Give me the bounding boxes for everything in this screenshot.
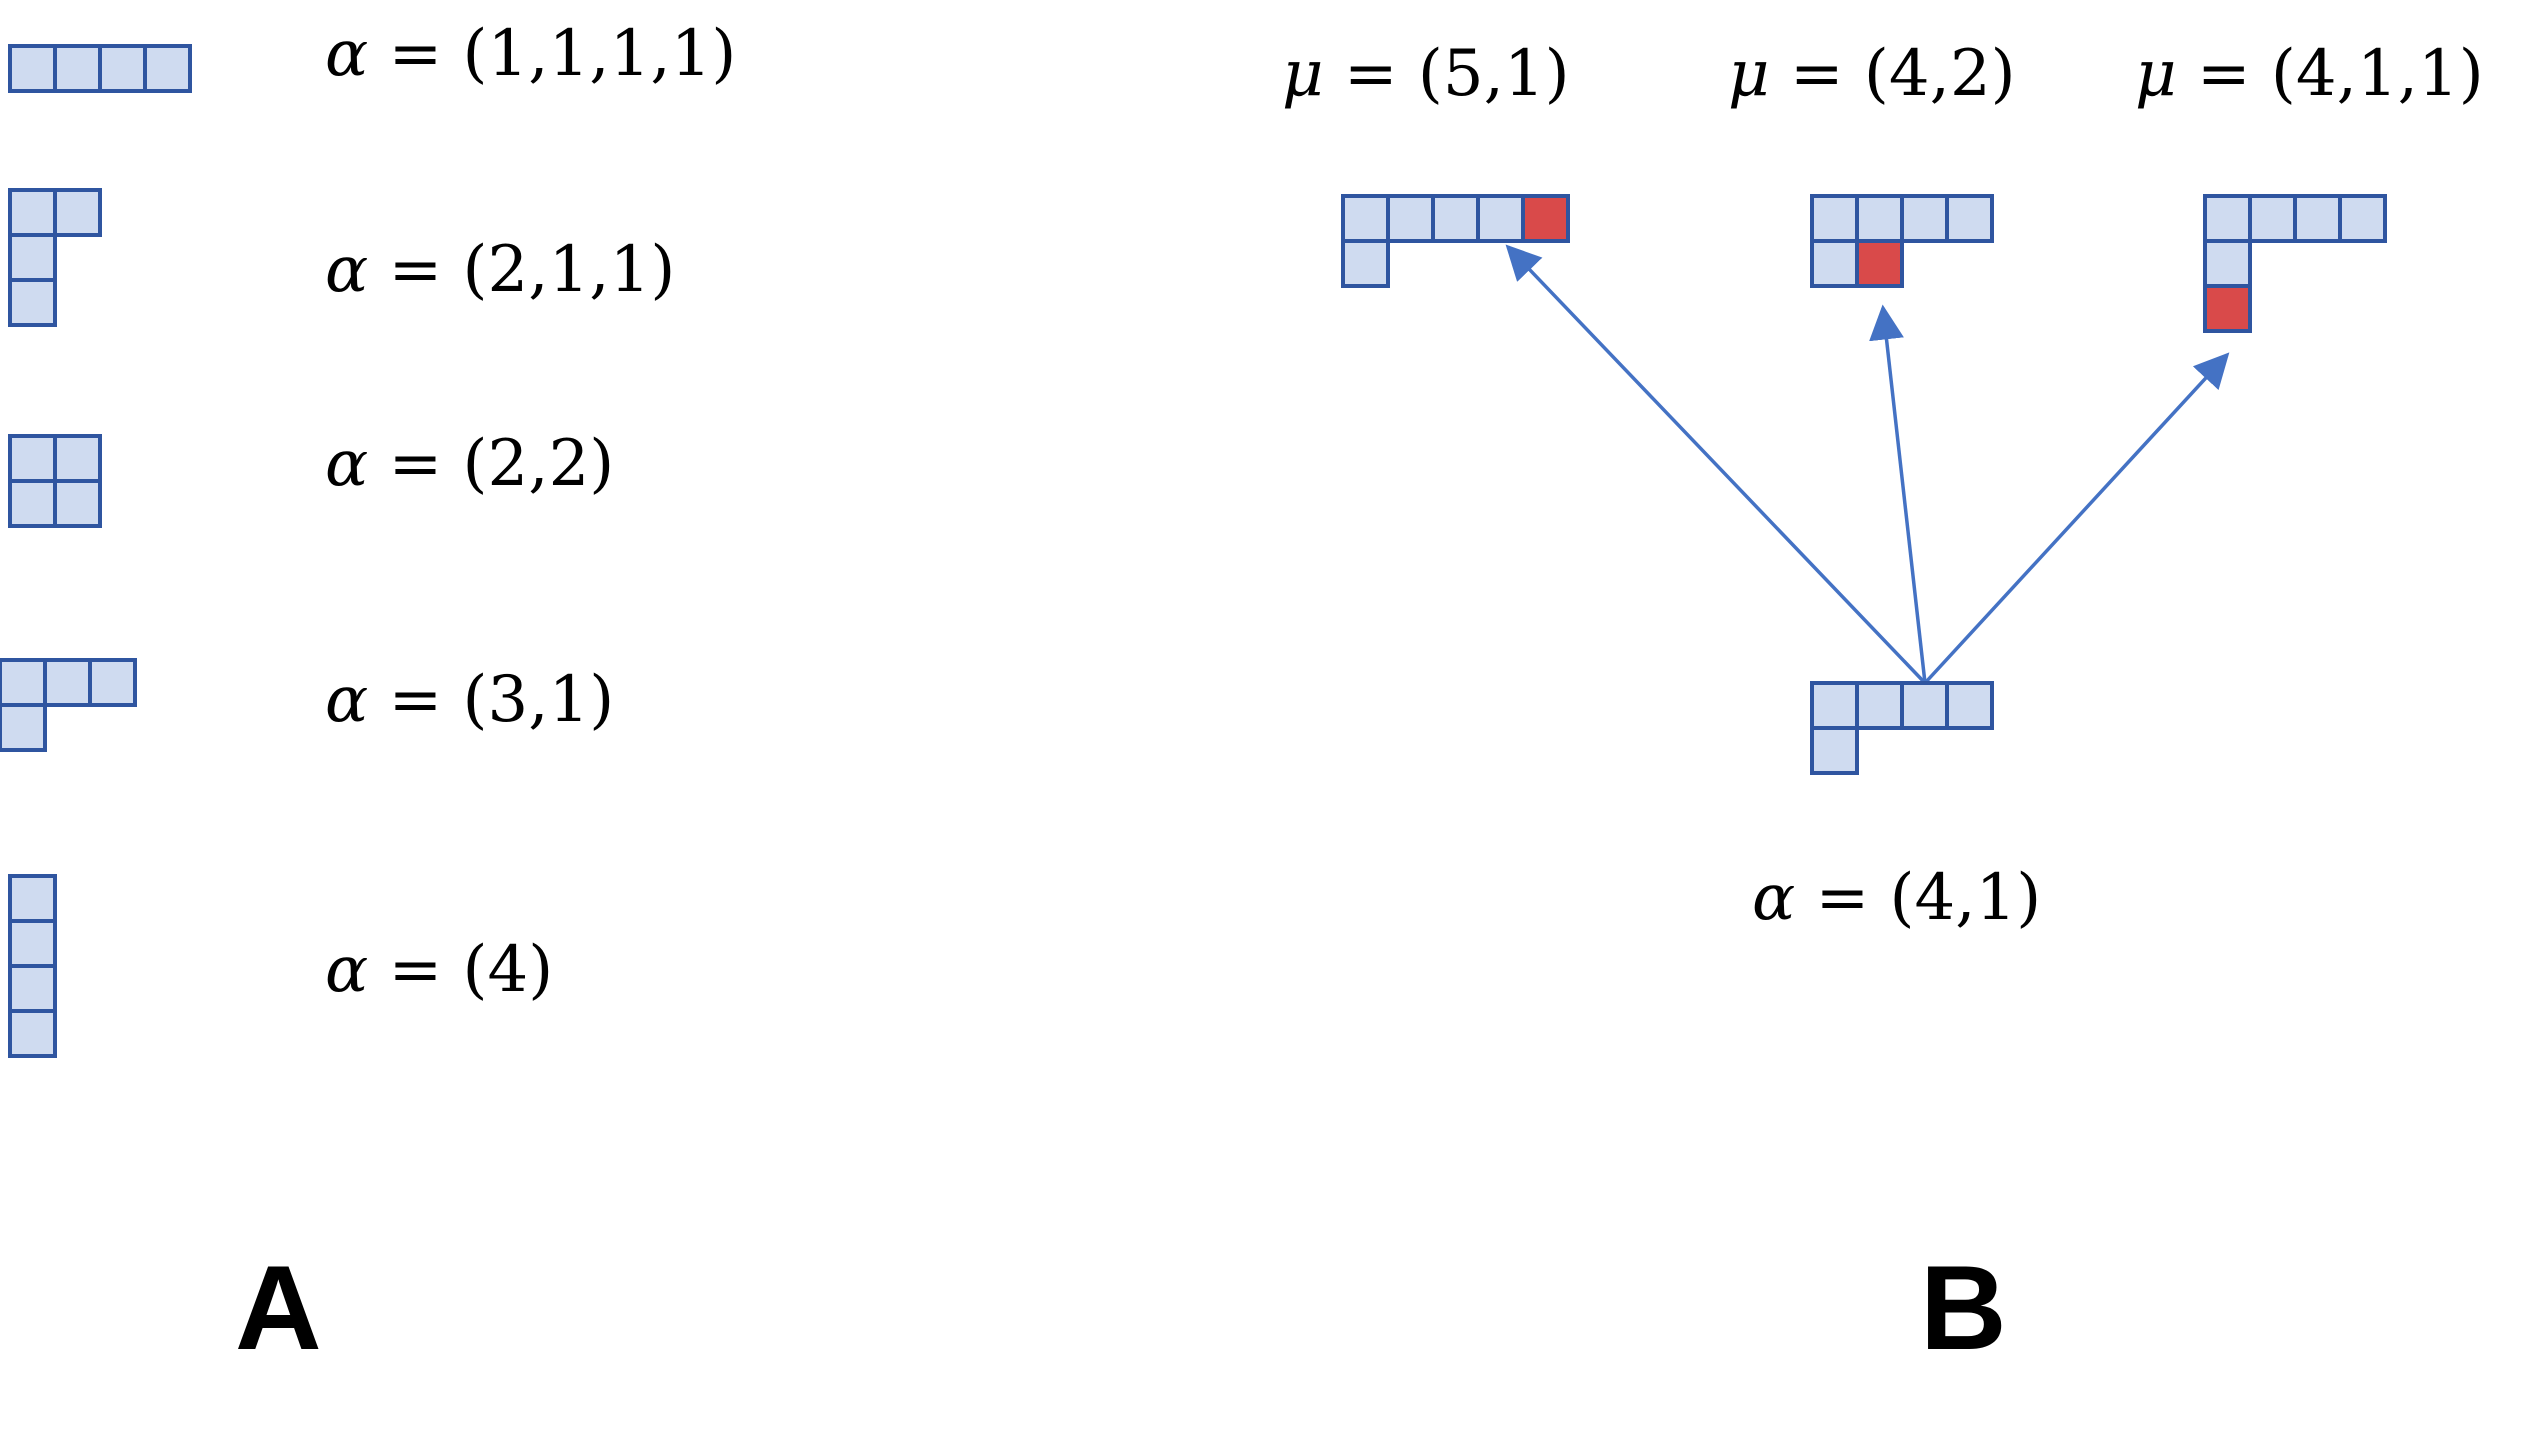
label-symbol: μ [1282,37,1324,111]
added-cell [1521,194,1570,243]
cell [143,44,192,93]
label-symbol: α [325,233,369,307]
cell [1431,194,1480,243]
label-text: = (1,1,1,1) [368,17,737,91]
added-cell [2203,284,2252,333]
cell [1341,194,1390,243]
cell [2293,194,2342,243]
panel-a-label-1: α = (2,1,1) [325,238,675,302]
cell [1855,681,1904,730]
cell [1476,194,1525,243]
label-symbol: α [325,17,369,91]
cell [8,964,57,1013]
cell [2203,194,2252,243]
panel-a-diagram-4 [8,874,57,1058]
panel-b-target-diagram-1 [1810,194,1994,288]
cell [8,479,57,528]
panel-a-label-0: α = (1,1,1,1) [325,22,736,86]
cell [53,188,102,237]
arrow-2 [1923,352,2230,685]
panel-a-diagram-0 [8,44,192,93]
label-symbol: α [325,933,369,1007]
cell [1945,194,1994,243]
cell [8,919,57,968]
panel-b-base-label: α = (4,1) [1752,866,2041,930]
cell [8,44,57,93]
panel-a-label-4: α = (4) [325,938,553,1002]
added-cell [1855,239,1904,288]
label-text: = (4,1) [1795,861,2042,935]
panel-a-diagram-3 [0,658,137,752]
cell [1810,681,1859,730]
cell [1810,239,1859,288]
cell [2248,194,2297,243]
label-text: = (3,1) [368,663,615,737]
panel-a-diagram-2 [8,434,102,528]
cell [8,434,57,483]
arrow-0 [1505,244,1927,685]
label-symbol: μ [2135,37,2177,111]
cell [8,1009,57,1058]
cell [1900,194,1949,243]
panel-a-diagram-1 [8,188,102,327]
label-symbol: α [325,427,369,501]
label-text: = (5,1) [1323,37,1570,111]
cell [98,44,147,93]
cell [1341,239,1390,288]
cell [1900,681,1949,730]
label-text: = (4,2) [1769,37,2016,111]
cell [8,188,57,237]
panel-b-base-diagram [1810,681,1994,775]
cell [53,479,102,528]
cell [1386,194,1435,243]
panel-b-target-diagram-2 [2203,194,2387,333]
panel-b-target-diagram-0 [1341,194,1570,288]
cell [1945,681,1994,730]
panel-b-target-label-0: μ = (5,1) [1282,42,1570,106]
cell [8,233,57,282]
label-text: = (4) [368,933,554,1007]
cell [53,44,102,93]
cell [2338,194,2387,243]
cell [0,703,47,752]
label-symbol: α [325,663,369,737]
label-text: = (2,2) [368,427,615,501]
cell [2203,239,2252,288]
label-text: = (2,1,1) [368,233,676,307]
label-symbol: α [1752,861,1796,935]
panel-a-label-3: α = (3,1) [325,668,614,732]
cell [53,434,102,483]
cell [1855,194,1904,243]
panel-a-letter: A [235,1241,322,1375]
arrows-group [1505,244,2230,685]
cell [0,658,47,707]
cell [8,278,57,327]
panel-b-target-label-1: μ = (4,2) [1728,42,2016,106]
cell [88,658,137,707]
panel-b-target-label-2: μ = (4,1,1) [2135,42,2484,106]
label-text: = (4,1,1) [2176,37,2484,111]
cell [1810,194,1859,243]
diagrams-group [0,44,2387,1058]
cell [8,874,57,923]
arrow-1 [1869,304,1927,684]
panel-b-letter: B [1920,1241,2007,1375]
cell [1810,726,1859,775]
panel-a-label-2: α = (2,2) [325,432,614,496]
cell [43,658,92,707]
label-symbol: μ [1728,37,1770,111]
